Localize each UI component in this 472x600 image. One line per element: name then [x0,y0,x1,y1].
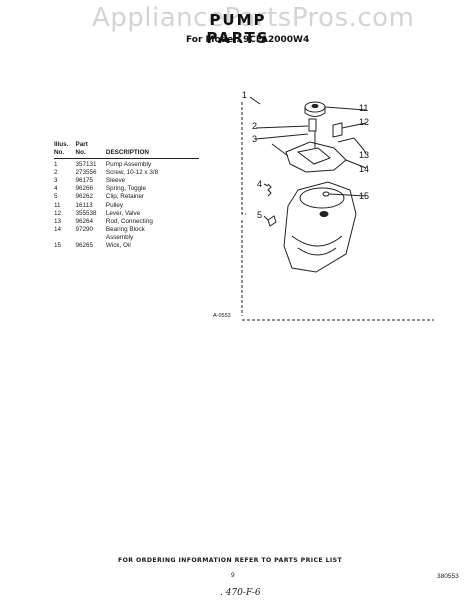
diagram-ref-code: A-0553 [213,313,231,319]
page-title: PUMP PARTS [206,11,270,47]
part-number: 273556 [75,169,97,177]
col-desc-header-line1 [106,141,199,149]
handwritten-note: . 470-F-6 [220,588,261,598]
part-number: 96265 [75,242,94,250]
diagram-bracket-left [241,102,246,215]
spring-shape [267,183,272,197]
part-description: Rod, Connecting [105,217,153,225]
illus-number: 12 [54,209,62,217]
part-number: 96175 [75,177,94,185]
callout-11: 11 [359,103,369,113]
part-description: Pump Assembly [105,161,152,169]
ordering-note: FOR ORDERING INFORMATION REFER TO PARTS … [118,557,343,564]
part-number: 355538 [75,209,97,217]
lever-shape [332,122,343,138]
model-line: For Model: 9CFA2000W4 [186,35,310,45]
callout-13: 13 [359,150,370,160]
callout-3: 3 [252,134,258,144]
clip-shape [267,215,277,227]
page-number: 9 [231,572,235,579]
illus-number: 11 [54,201,61,209]
sleeve-shape [308,118,317,132]
part-number: 97290 [75,225,94,233]
part-number: 96266 [75,185,94,193]
pump-body-shape [283,181,357,273]
table-row: 13 96264 Rod, Connecting [54,218,199,226]
illus-number: 3 [54,177,58,185]
part-number: 16113 [75,201,93,209]
part-number: 96264 [75,217,94,225]
illus-number: 1 [54,161,58,169]
part-description: Wick, Oil [105,242,131,250]
illus-number: 2 [54,169,58,177]
part-description: Spring, Toggle [105,185,147,193]
col-illus-header-line1: Illus. [54,141,69,148]
table-row: 5 96262 Clip, Retainer [54,193,199,201]
illus-number: 4 [54,185,58,193]
illus-number: 15 [54,242,62,250]
table-row: 14 97290 Bearing Block [54,226,199,234]
col-illus-header-line2: No. [54,149,65,156]
table-row: 3 96175 Sleeve [54,177,199,185]
bearing-block-shape [285,141,347,173]
part-description: Lever, Valve [105,209,141,217]
illus-number: 14 [54,225,62,233]
part-number: 96262 [75,193,94,201]
callout-15: 15 [359,191,370,201]
callout-5: 5 [257,210,263,220]
table-row: Assembly [54,234,199,242]
table-row: 15 96265 Wick, Oil [54,242,199,250]
illus-number: 5 [54,193,58,201]
part-description: Bearing Block [105,225,145,233]
illus-number [54,234,76,242]
col-part-header-line2: No. [75,149,86,156]
part-description: Pulley [105,201,124,209]
table-row: 4 96266 Spring, Toggle [54,185,199,193]
part-description: Screw, 10-12 x 3/8 [105,169,159,177]
table-row: 1 357131 Pump Assembly [54,161,199,169]
col-part-header-line1: Part [75,141,88,148]
callout-12: 12 [359,117,370,127]
wick-shape [322,191,330,197]
table-row: 11 16113 Pulley [54,202,199,210]
part-description: Clip, Retainer [105,193,145,201]
part-number: 357131 [75,161,97,169]
table-header-row-2: No. No. DESCRIPTION [54,149,199,160]
callout-4: 4 [257,179,263,189]
table-header-row-1: Illus. Part [54,141,199,149]
pump-exploded-diagram [241,96,434,321]
part-description: Assembly [105,233,134,241]
callout-1: 1 [242,90,248,100]
table-row: 12 355538 Lever, Valve [54,210,199,218]
part-description: Sleeve [105,177,126,185]
callout-2: 2 [252,121,258,131]
callout-14: 14 [359,164,370,174]
illus-number: 13 [54,217,62,225]
part-number [76,234,106,242]
col-desc-header-line2: DESCRIPTION [105,149,149,156]
document-number: 380553 [437,573,459,580]
table-row: 2 273556 Screw, 10-12 x 3/8 [54,169,199,177]
connecting-rod-shape [337,137,365,151]
watermark: AppliancePartsPros.com [92,3,415,33]
